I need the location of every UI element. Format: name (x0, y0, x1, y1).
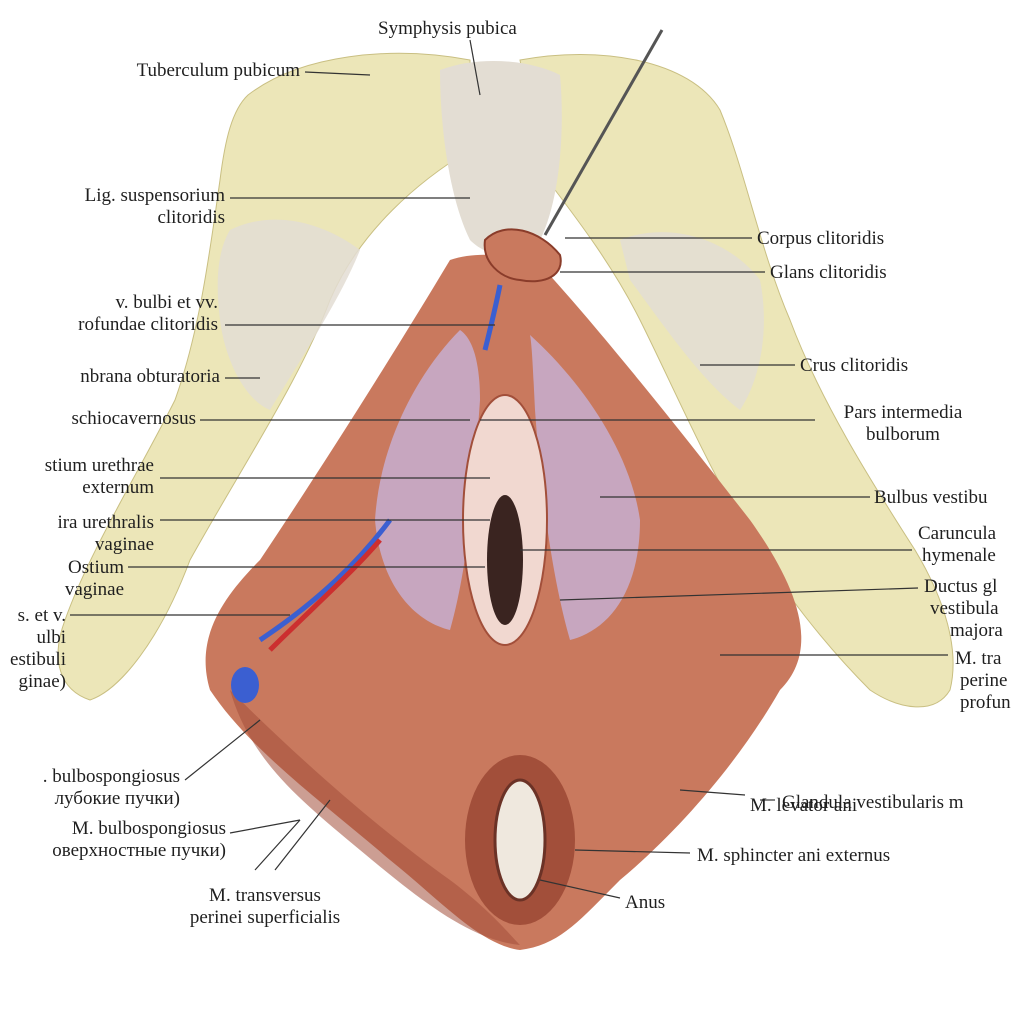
label-symphysis-pubica: Symphysis pubica (378, 18, 517, 39)
label-a-v-bulbi-1: s. et v. (17, 605, 66, 626)
symphysis-ligament (440, 60, 562, 256)
label-ductus-3: majora (950, 620, 1003, 641)
label-vv-bulbi-1: v. bulbi et vv. (115, 292, 218, 313)
label-tuberculum-pubicum: Tuberculum pubicum (136, 60, 300, 81)
label-m-transversus-deep-1: M. tra (955, 648, 1002, 669)
label-carina-urethralis-1: ira urethralis (57, 512, 154, 533)
left-obturator-membrane (217, 219, 360, 410)
label-carina-urethralis-2: vaginae (94, 534, 154, 555)
label-ostium-vaginae-2: vaginae (64, 579, 124, 600)
label-sphincter-ani: M. sphincter ani externus (697, 845, 891, 866)
left-vessel-cut (231, 667, 259, 703)
label-ostium-vaginae-1: Ostium (68, 557, 124, 578)
label-glandula-vestibularis: Glandula vestibularis m (782, 792, 964, 813)
muscle-shadow (230, 690, 520, 945)
label-m-transversus-deep-2: perine (960, 670, 1008, 691)
left-vessels (258, 284, 503, 652)
left-vestibular-bulb (375, 330, 480, 630)
label-ductus-2: vestibula (930, 598, 999, 619)
label-ischiocavernosus: schiocavernosus (71, 408, 196, 429)
label-a-v-bulbi-4: ginae) (18, 671, 66, 692)
label-carunculae-1: Caruncula (918, 523, 997, 544)
label-glans-clitoridis: Glans clitoridis (770, 262, 887, 283)
label-lig-suspensorium-2: clitoridis (157, 207, 225, 228)
label-a-v-bulbi-2: ulbi (36, 627, 66, 648)
label-corpus-clitoridis: Corpus clitoridis (757, 228, 885, 249)
label-carunculae-2: hymenale (922, 545, 996, 566)
label-bulbospongiosus-superficial-1: M. bulbospongiosus (71, 818, 226, 839)
label-lig-suspensorium-1: Lig. suspensorium (84, 185, 225, 206)
label-bulbus-vestibuli: Bulbus vestibu (874, 487, 988, 508)
label-levator-ani: M. levator ani (750, 795, 858, 816)
label-a-v-bulbi-3: estibuli (10, 649, 66, 670)
label-bulbospongiosus-superficial-2: оверхностные пучки) (52, 840, 226, 861)
label-anus: Anus (625, 892, 666, 913)
label-ductus-1: Ductus gl (924, 576, 998, 597)
label-bulbospongiosus-deep-2: лубокие пучки) (54, 788, 180, 809)
label-ostium-urethrae-1: stium urethrae (44, 455, 154, 476)
label-ostium-urethrae-2: externum (82, 477, 154, 498)
label-transversus-perinei-1: M. transversus (209, 885, 321, 906)
probe (543, 29, 664, 236)
label-transversus-perinei-2: perinei superficialis (189, 907, 341, 928)
label-crus-clitoridis: Crus clitoridis (800, 355, 909, 376)
label-membrana-obturatoria: nbrana obturatoria (80, 366, 220, 387)
leader-lines (70, 39, 948, 899)
vaginal-orifice (487, 495, 523, 625)
label-bulbospongiosus-deep-1: . bulbospongiosus (42, 766, 180, 787)
clitoris (483, 228, 562, 283)
label-m-transversus-deep-3: profun (960, 692, 1011, 713)
label-vv-bulbi-2: rofundae clitoridis (78, 314, 218, 335)
label-pars-intermedia-2: bulborum (866, 424, 940, 445)
anus (493, 778, 547, 902)
right-vestibular-bulb (530, 335, 640, 640)
label-pars-intermedia-1: Pars intermedia (843, 402, 963, 423)
